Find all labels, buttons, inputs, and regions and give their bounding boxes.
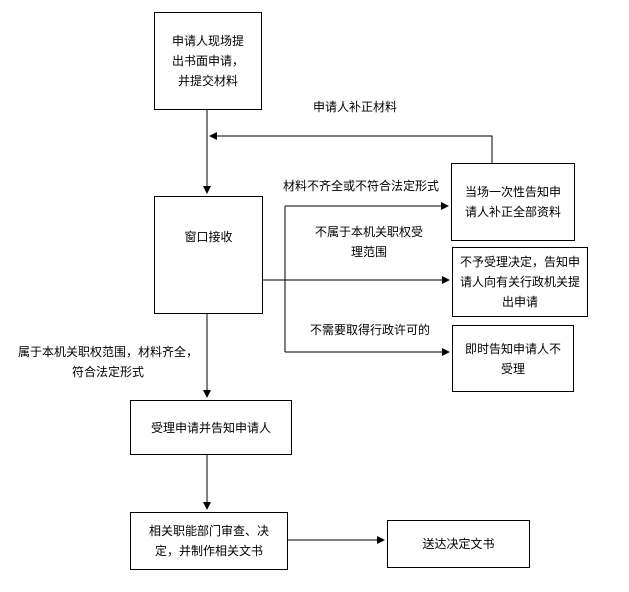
node-review-text: 相关职能部门审查、决定，并制作相关文书 [148,524,269,558]
label-out-of-scope: 不属于本机关职权受理范围 [314,225,423,259]
label-no-license: 不需要取得行政许可的 [310,323,431,337]
node-deliver: 送达决定文书 [387,520,530,568]
label-incomplete: 材料不齐全或不符合法定形式 [283,179,440,193]
node-apply-text: 申请人现场提出书面申请，并提交材料 [171,34,244,88]
node-notify-all: 当场一次性告知申请人补正全部资料 [451,163,575,241]
node-deliver-text: 送达决定文书 [422,537,495,551]
node-accept-text: 受理申请并告知申请人 [150,420,271,435]
node-notify-all-text: 当场一次性告知申请人补正全部资料 [464,185,561,219]
node-review: 相关职能部门审查、决定，并制作相关文书 [130,512,288,570]
node-not-accept-text: 即时告知申请人不受理 [464,341,561,376]
arrow-supplement-loop [209,132,493,163]
node-apply: 申请人现场提出书面申请，并提交材料 [154,12,262,110]
node-reject-refer-text: 不予受理决定，告知申请人向有关行政机关提出申请 [459,255,580,309]
label-supplement: 申请人补正材料 [313,100,398,114]
node-window-text: 窗口接收 [184,230,233,244]
label-in-scope: 属于本机关职权范围，材料齐全，符合法定形式 [18,345,199,379]
node-reject-refer: 不予受理决定，告知申请人向有关行政机关提出申请 [452,247,588,317]
node-accept: 受理申请并告知申请人 [130,400,292,455]
node-not-accept: 即时告知申请人不受理 [452,325,574,392]
node-window: 窗口接收 [154,196,263,314]
